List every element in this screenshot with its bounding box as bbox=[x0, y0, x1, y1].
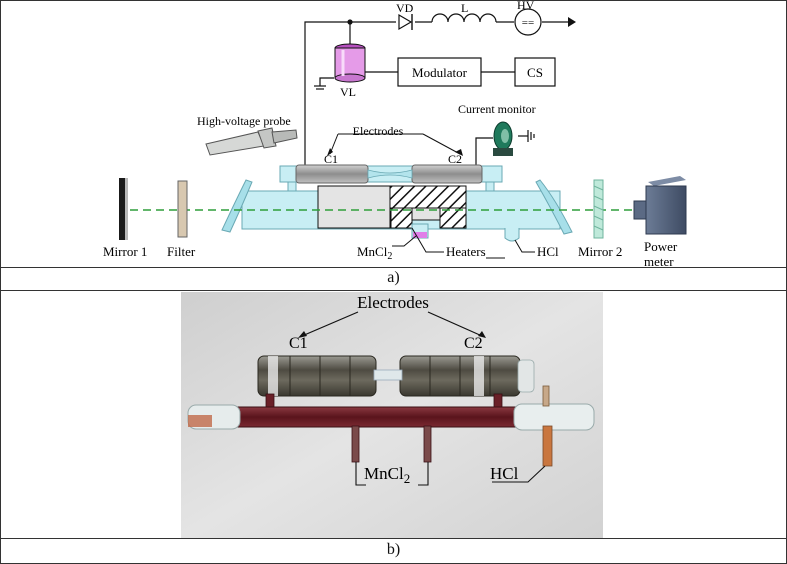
mncl2-bracket-b bbox=[355, 462, 429, 486]
heaters-label: Heaters bbox=[446, 244, 486, 259]
mirror1-label: Mirror 1 bbox=[103, 244, 147, 259]
probe-label: High-voltage probe bbox=[197, 114, 291, 128]
high-voltage-probe bbox=[205, 127, 298, 156]
filter-optic bbox=[177, 180, 188, 238]
mncl2-reservoir bbox=[411, 223, 429, 239]
photo-right-glass-end bbox=[517, 359, 535, 393]
cs-box bbox=[514, 57, 556, 87]
photo-main-tube bbox=[187, 403, 595, 431]
vl-label: VL bbox=[340, 85, 356, 99]
heater-block bbox=[317, 185, 467, 229]
mncl2-label-a: MnCl2 bbox=[357, 244, 392, 262]
mirror-2 bbox=[593, 179, 604, 239]
current-monitor-label: Current monitor bbox=[458, 102, 536, 116]
panel-a-caption: a) bbox=[387, 269, 400, 286]
junction-dot bbox=[347, 19, 353, 25]
cs-label: CS bbox=[527, 65, 543, 80]
hv-symbol: == bbox=[522, 17, 534, 29]
photo-electrode-c2 bbox=[399, 355, 521, 397]
power-meter-device bbox=[633, 176, 687, 235]
c2-label-b: C2 bbox=[464, 335, 483, 352]
hcl-label-a: HCl bbox=[537, 244, 559, 259]
vl-lamp bbox=[334, 43, 366, 83]
power-meter-label-line1: Power bbox=[644, 239, 678, 254]
panel-a-divider bbox=[0, 267, 787, 268]
circuit-wiring bbox=[304, 21, 568, 180]
filter-label: Filter bbox=[167, 244, 196, 259]
photo-hcl-leg bbox=[542, 385, 553, 467]
c1-label: C1 bbox=[324, 152, 338, 166]
diode-symbol bbox=[398, 13, 413, 31]
c2-label: C2 bbox=[448, 152, 462, 166]
photo-center-glass bbox=[373, 369, 403, 381]
power-meter-label-line2: meter bbox=[644, 254, 674, 267]
panel-a-schematic: VD L == HV VL Modulator CS High-voltage … bbox=[103, 0, 687, 267]
electrodes-label-b: Electrodes bbox=[357, 293, 429, 312]
hcl-leader-b bbox=[492, 465, 546, 483]
electrodes-label: Electrodes bbox=[353, 124, 404, 138]
hcl-leader-a bbox=[514, 239, 535, 253]
panel-b-photo: Electrodes C1 C2 bbox=[181, 292, 603, 538]
hv-label: HV bbox=[517, 0, 535, 12]
l-label: L bbox=[461, 1, 468, 15]
heaters-leader bbox=[411, 227, 505, 259]
hcl-reservoir bbox=[504, 228, 520, 242]
mncl2-leader-a bbox=[392, 235, 417, 247]
panel-separator bbox=[0, 290, 787, 291]
current-monitor-device bbox=[493, 121, 513, 156]
mncl2-label-b: MnCl2 bbox=[364, 464, 410, 486]
mirror-1 bbox=[119, 178, 128, 240]
c1-label-b: C1 bbox=[289, 335, 308, 352]
hv-source bbox=[514, 8, 542, 36]
electrode-arrows-b bbox=[301, 311, 483, 337]
modulator-label: Modulator bbox=[412, 65, 468, 80]
panel-b-divider bbox=[0, 538, 787, 539]
mirror2-label: Mirror 2 bbox=[578, 244, 622, 259]
panel-b-caption: b) bbox=[386, 541, 401, 558]
inductor-symbol bbox=[431, 13, 497, 23]
modulator-box bbox=[397, 57, 482, 87]
ground-arrow bbox=[568, 17, 576, 27]
photo-electrode-c1 bbox=[257, 355, 377, 397]
hcl-label-b: HCl bbox=[490, 464, 519, 483]
vd-label: VD bbox=[396, 1, 414, 15]
